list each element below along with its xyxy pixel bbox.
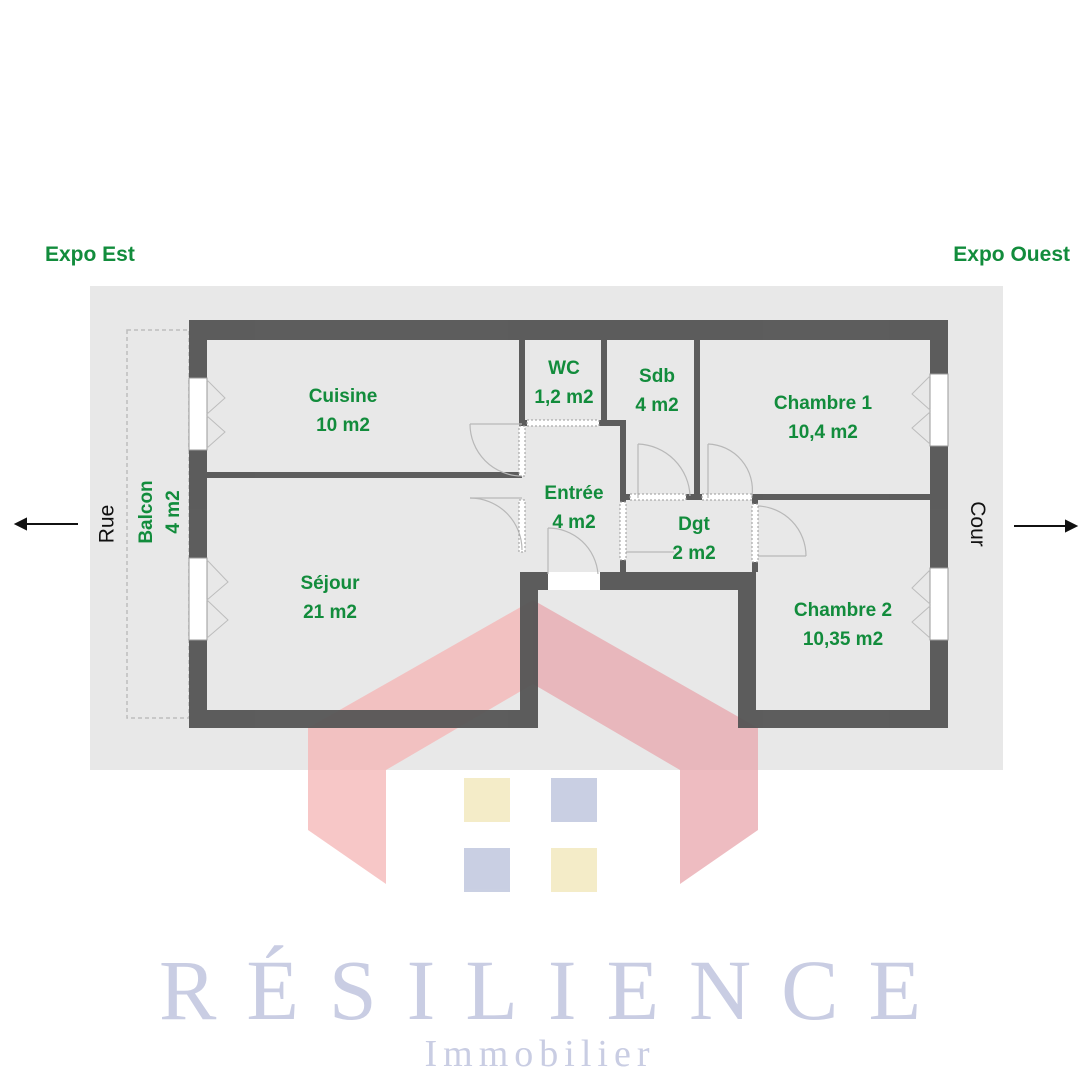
window-sejour	[188, 557, 208, 641]
room-dgt: Dgt 2 m2	[672, 510, 715, 568]
brand-name: RÉSILIENCE	[158, 942, 952, 1038]
door-openings	[519, 420, 758, 590]
room-wc: WC 1,2 m2	[534, 354, 593, 412]
windows	[188, 373, 949, 641]
window-chambre2	[929, 567, 949, 641]
room-name: Cuisine	[308, 386, 378, 407]
window-swings	[206, 375, 931, 639]
exposure-east-label: Expo Est	[45, 243, 135, 266]
room-name: Chambre 2	[793, 600, 893, 621]
window-chambre1	[929, 373, 949, 447]
room-sejour: Séjour 21 m2	[300, 569, 359, 627]
room-area: 10,4 m2	[788, 422, 858, 443]
logo-square-blue-2	[464, 848, 510, 892]
logo-square-yellow-1	[464, 778, 510, 822]
room-chambre-1: Chambre 1 10,4 m2	[774, 389, 872, 447]
street-side-label: Rue	[95, 504, 119, 544]
room-area: 4 m2	[552, 512, 596, 533]
room-name: WC	[548, 358, 580, 379]
logo-roof-left	[308, 600, 533, 884]
room-area: 10,35 m2	[802, 629, 884, 650]
room-area: 1,2 m2	[534, 387, 594, 408]
room-area: 10 m2	[316, 415, 370, 436]
arrow-left-icon	[13, 517, 78, 531]
logo-mark	[308, 600, 758, 892]
room-name: Chambre 1	[773, 393, 873, 414]
logo-roof-right	[533, 600, 758, 884]
room-name: Dgt	[678, 514, 710, 535]
logo-square-blue-1	[551, 778, 597, 822]
room-name: Entrée	[544, 483, 604, 504]
balcony-label: Balcon 4 m2	[133, 480, 187, 543]
door-swings	[469, 423, 807, 575]
room-entree: Entrée 4 m2	[544, 479, 603, 537]
room-cuisine: Cuisine 10 m2	[309, 382, 378, 440]
arrow-right-icon	[1014, 519, 1079, 533]
room-area: 4 m2	[635, 395, 679, 416]
room-area: 2 m2	[672, 543, 716, 564]
room-chambre-2: Chambre 2 10,35 m2	[794, 596, 892, 654]
logo-square-yellow-2	[551, 848, 597, 892]
room-name: Sdb	[639, 366, 675, 387]
door-thresholds	[518, 419, 759, 563]
brand-tagline: Immobilier	[424, 1033, 656, 1075]
exposure-west-label: Expo Ouest	[953, 243, 1070, 266]
balcony-name: Balcon	[136, 480, 157, 544]
room-name: Séjour	[300, 573, 360, 594]
window-cuisine	[188, 377, 208, 451]
room-area: 21 m2	[303, 602, 357, 623]
balcony-area: 4 m2	[163, 490, 184, 534]
courtyard-side-label: Cour	[965, 501, 989, 547]
room-sdb: Sdb 4 m2	[635, 362, 678, 420]
